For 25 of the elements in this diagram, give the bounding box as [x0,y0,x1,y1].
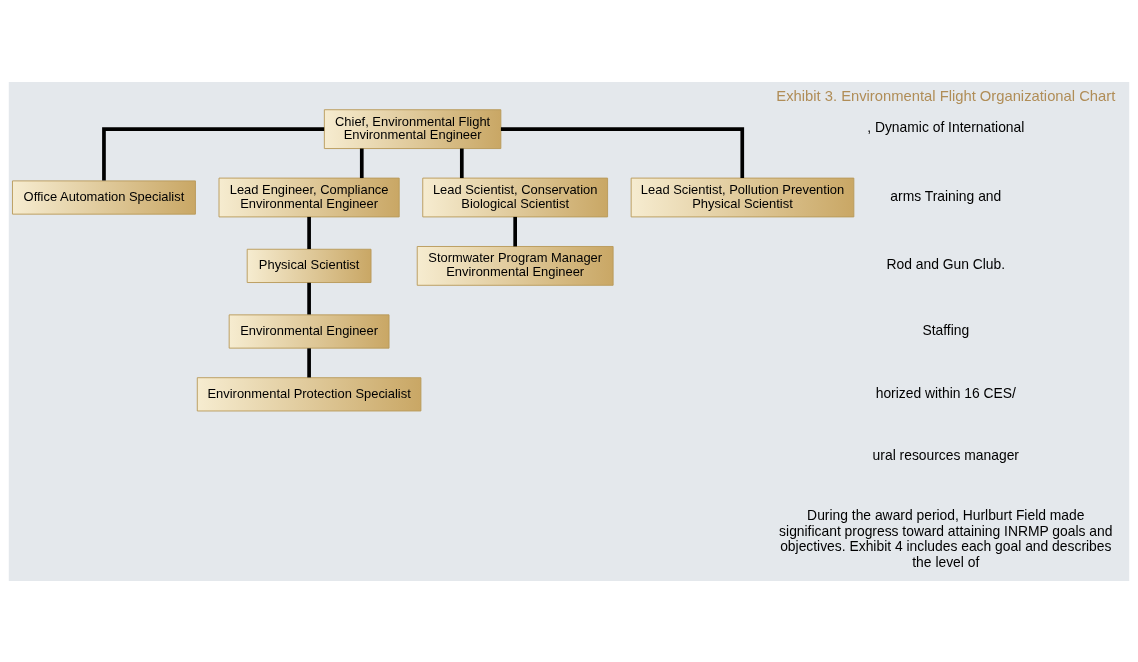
node-box: Environmental Protection Specialist [196,376,422,411]
connector [513,216,517,246]
connector [102,126,325,181]
connector [307,216,311,249]
node-box: Lead Scientist, Pollution Prevention Physical Scientist [630,177,855,217]
node-box: Office Automation Specialist [12,179,196,215]
label: ural resources manager [872,446,1019,463]
label: , Dynamic of International [867,118,1025,135]
node-box: Stormwater Program Manager Environmental Engineer [416,245,614,286]
caption: Exhibit 3. Environmental Flight Organizational Chart [776,87,1116,104]
connector [459,148,464,178]
label: During the award period, Hurlburt Field made significant progress toward attaining INRMP goals and objectives. Exhibit 4 includes each goal and describes the level of [779,506,1113,570]
connector [359,148,364,178]
node-box: Physical Scientist [246,248,372,283]
label: horized within 16 CES/ [875,384,1016,401]
connector [307,347,311,377]
label: arms Training and [890,187,1002,204]
label: Rod and Gun Club. [886,255,1006,272]
node-box: Chief, Environmental Flight Environmental Engineer [323,108,502,149]
node-box: Environmental Engineer [228,313,390,349]
node-box: Lead Engineer, Compliance Environmental Engineer [218,177,400,217]
connector [307,282,311,314]
node-box: Lead Scientist, Conservation Biological Scientist [422,177,609,217]
connector [500,126,745,178]
label: Staffing [922,321,970,338]
